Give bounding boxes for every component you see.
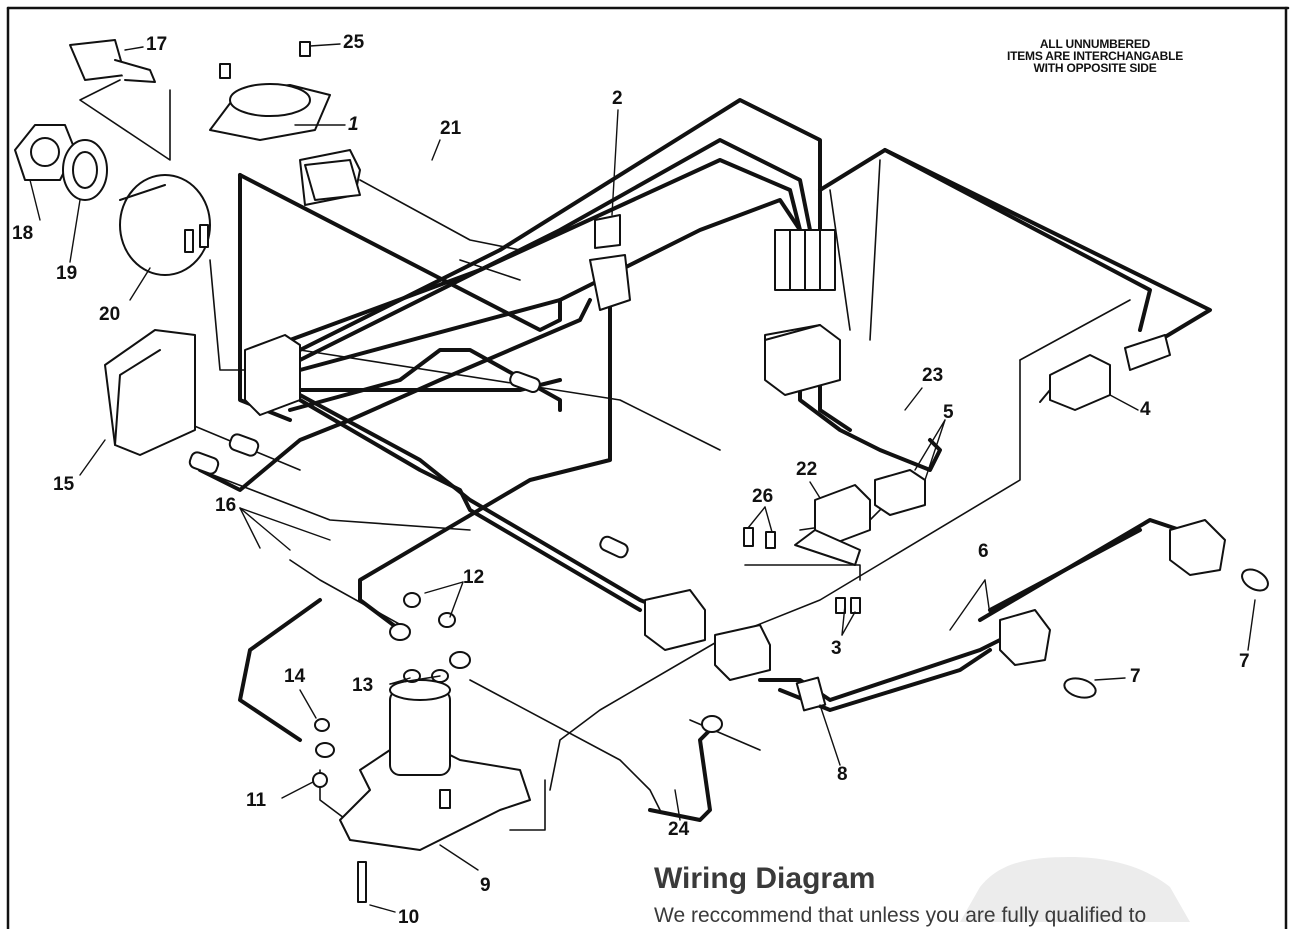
callout-21: 21 (440, 118, 462, 139)
callout-16: 16 (215, 495, 237, 516)
callout-18: 18 (12, 223, 34, 244)
callout-5: 5 (943, 402, 954, 423)
wire-harness (198, 98, 1212, 822)
interchangeable-note: ALL UNNUMBERED ITEMS ARE INTERCHANGABLE … (945, 38, 1245, 74)
leader-lines (29, 43, 1256, 913)
callout-24: 24 (668, 819, 690, 840)
note-line-2: ITEMS ARE INTERCHANGABLE (1006, 49, 1184, 63)
callout-1: 1 (348, 114, 359, 135)
callout-17: 17 (146, 34, 168, 55)
callout-4: 4 (1140, 399, 1151, 420)
callout-7-center: 7 (1130, 666, 1141, 687)
caption-title: Wiring Diagram (654, 862, 876, 895)
callout-19: 19 (56, 263, 78, 284)
callout-3: 3 (831, 638, 842, 659)
callout-22: 22 (796, 459, 818, 480)
connectors (14, 39, 1269, 851)
callout-6: 6 (978, 541, 989, 562)
callout-7-right: 7 (1239, 651, 1250, 672)
callout-25: 25 (343, 32, 365, 53)
callout-12: 12 (463, 567, 485, 588)
callout-2: 2 (612, 88, 623, 109)
callout-26: 26 (752, 486, 774, 507)
callout-23: 23 (922, 365, 944, 386)
note-line-3: WITH OPPOSITE SIDE (1033, 61, 1157, 75)
callout-20: 20 (99, 304, 121, 325)
callout-11: 11 (246, 790, 267, 811)
callout-14: 14 (284, 666, 306, 687)
callout-15: 15 (53, 474, 75, 495)
callout-9: 9 (480, 875, 491, 896)
note-line-1: ALL UNNUMBERED (1039, 37, 1151, 51)
caption-body: We reccommend that unless you are fully … (654, 904, 1147, 927)
page-frame (6, 6, 1290, 929)
screws (219, 41, 861, 903)
callout-13: 13 (352, 675, 374, 696)
callout-8: 8 (837, 764, 848, 785)
watermark-car-shape (960, 857, 1190, 922)
callout-10: 10 (398, 907, 420, 928)
